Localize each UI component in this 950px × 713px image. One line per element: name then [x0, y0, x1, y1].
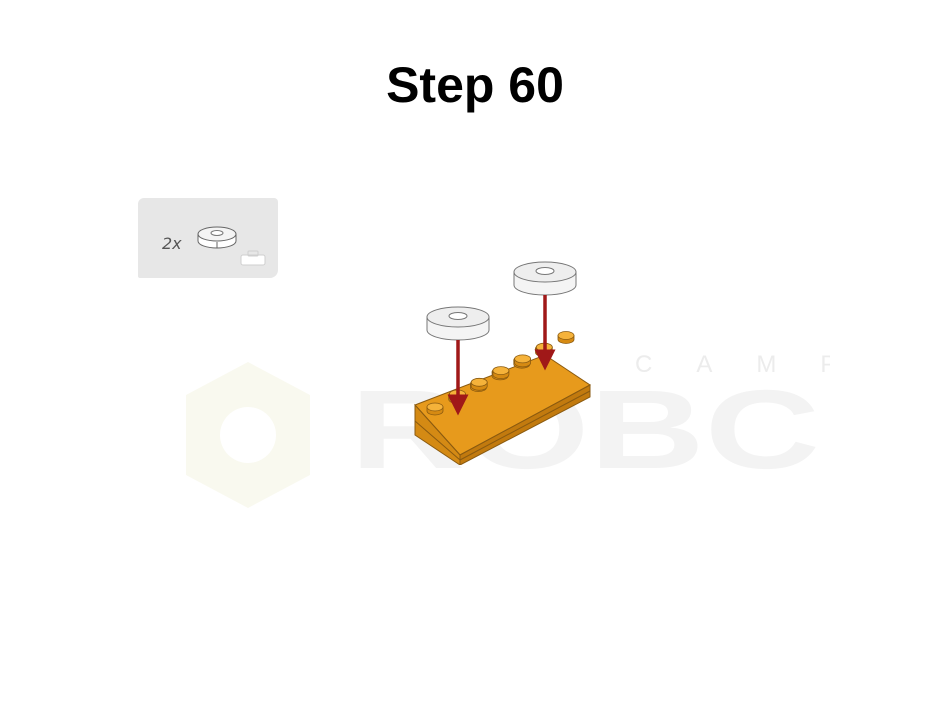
step-title: Step 60	[386, 57, 564, 113]
hexagon-logo-icon	[186, 362, 310, 508]
plate-stud	[426, 402, 444, 412]
watermark-brand-top: CAMP	[635, 351, 830, 378]
parts-callout-graphics	[197, 226, 266, 266]
toolbox-icon	[240, 250, 266, 266]
round-tile-1x1-white-icon	[197, 226, 237, 249]
plate-stud	[492, 366, 510, 375]
round-tile-left	[426, 306, 490, 341]
plate-stud	[557, 331, 575, 340]
parts-callout: 2x	[138, 198, 278, 278]
part-quantity: 2x	[162, 234, 182, 253]
orange-plate-2x6	[414, 331, 591, 465]
watermark-logo: CAMP ROBC	[186, 351, 830, 508]
plate-stud	[514, 354, 531, 364]
round-tile-right	[513, 261, 577, 296]
model-diagram	[414, 261, 591, 465]
plate-stud	[470, 377, 488, 387]
